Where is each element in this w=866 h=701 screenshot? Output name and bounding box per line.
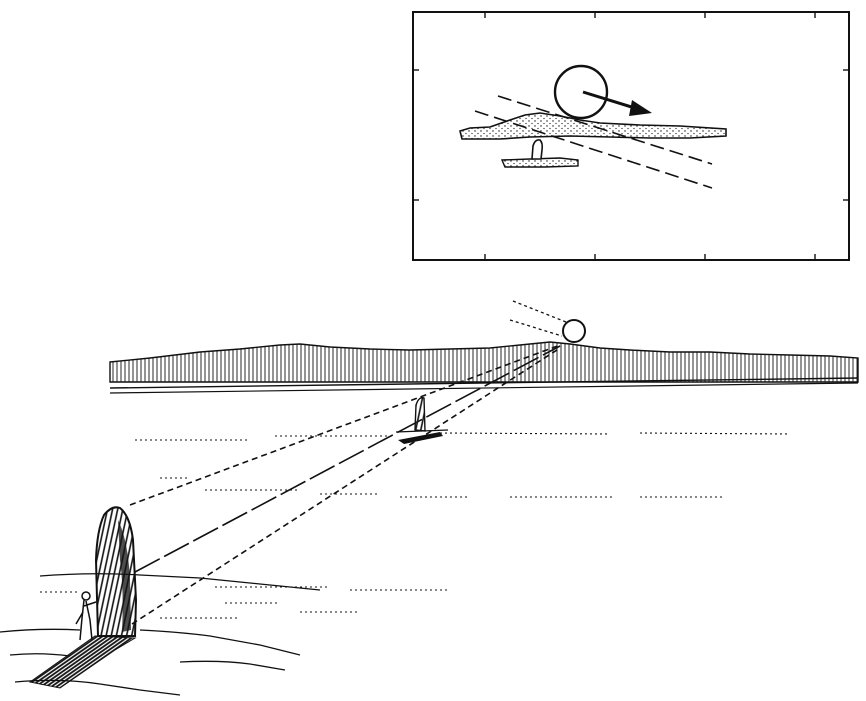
hills-base-line (109, 377, 859, 389)
hills-base-line-2 (109, 382, 859, 394)
standing-stone-shadow (28, 635, 137, 689)
sightline-center-long-dash (134, 345, 561, 573)
sightline-top-dashed (129, 344, 561, 506)
inset-sun-path-arrow (582, 90, 639, 111)
distant-marker-shadow (398, 432, 443, 444)
sun-ray-upper (512, 300, 567, 323)
distant-marker-ground (395, 429, 449, 433)
inset-marker-stone (531, 139, 544, 160)
distant-marker-stone (414, 396, 426, 432)
inset-sun (553, 64, 609, 120)
standing-stone-shading (118, 520, 131, 632)
setting-sun (562, 319, 586, 343)
distant-hills (109, 341, 859, 383)
inset-sightline-lower (474, 110, 713, 189)
inset-detail (412, 11, 850, 261)
inset-ridge (459, 112, 727, 140)
inset-sightline-upper (497, 95, 713, 165)
plain-dotted-lines (40, 432, 791, 619)
human-figure (75, 591, 97, 641)
inset-frame-ticks (413, 12, 849, 260)
sun-ray-lower (509, 319, 563, 337)
arrow-head-icon (629, 100, 652, 116)
main-scene (0, 300, 859, 696)
